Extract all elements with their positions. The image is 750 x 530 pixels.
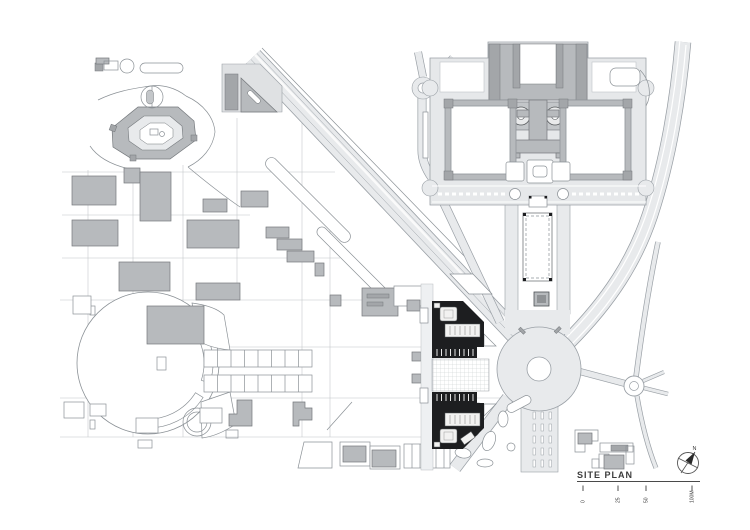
scale-label: 50: [644, 497, 650, 503]
scale-label: 25: [616, 497, 622, 503]
palace-cross-road: [432, 185, 646, 208]
diagonal-boulevard: [245, 47, 540, 359]
scale-label: 100M: [690, 490, 696, 503]
market-stalls: [203, 349, 313, 393]
site-plan-title: SITE PLAN: [577, 470, 633, 480]
trapezoid-building: [221, 63, 283, 113]
palace-west-wing: [443, 98, 518, 181]
monument: [533, 291, 550, 307]
road-network: [245, 38, 692, 473]
palace-main-block: [488, 43, 588, 101]
scale-label: 0: [581, 500, 587, 503]
east-road: [577, 367, 669, 397]
project-building-north: [432, 301, 484, 358]
boulevard-median-strips: [265, 157, 388, 298]
northeast-boulevard: [562, 38, 692, 348]
project-building-south: [432, 392, 484, 449]
north-cluster: [94, 57, 184, 74]
city-blocks: [71, 167, 425, 384]
scale-bar: 0 25 50 100M: [581, 485, 696, 503]
southeast-cluster: [574, 429, 635, 470]
south-avenue: [520, 405, 559, 473]
title-block: SITE PLAN 0 25 50 100M N: [577, 446, 700, 503]
palace-pavilions: [505, 159, 571, 184]
palace-complex: [421, 41, 655, 208]
plaza-grid: [431, 358, 490, 392]
north-arrow-icon: N: [677, 446, 699, 474]
pentagon-complex: [89, 85, 241, 208]
ceremonial-mall: [522, 212, 553, 307]
small-roundabout: [623, 375, 645, 397]
oval-forecourt: [140, 85, 164, 109]
reflecting-pool: [522, 212, 553, 282]
building-with-roof-lines: [361, 287, 399, 317]
north-label: N: [693, 446, 697, 452]
curved-loop-road: [633, 241, 661, 469]
ceremonial-mall-roads: [504, 199, 571, 334]
south-avenue-lane-dashes: [532, 411, 552, 468]
grand-roundabout: [496, 326, 582, 413]
project-site: [419, 273, 497, 471]
